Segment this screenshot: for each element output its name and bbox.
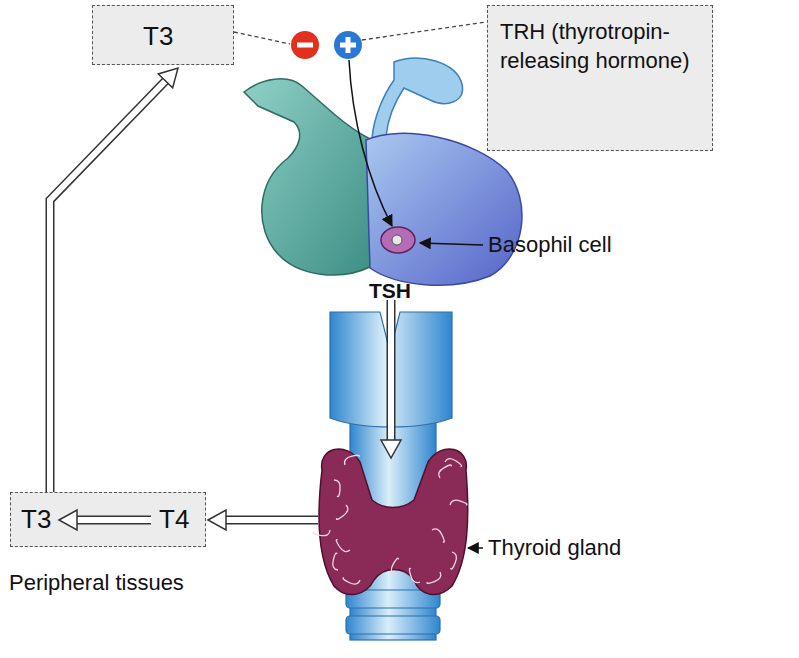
hormone-name: TRH (thyrotropin-releasing hormone) [500,18,700,75]
feedback-arrow [50,81,165,492]
gland-texture [427,572,441,583]
feedback-arrow [158,68,178,88]
gland-texture [432,529,444,542]
gland-texture [391,558,398,575]
gland-texture [336,540,350,552]
secretion-arrow [226,516,318,525]
basophil-leader [420,243,483,245]
gland-texture [345,455,360,465]
trh-pathway [349,60,392,226]
feedback-leaders [362,22,486,40]
thyroid-gland [313,455,467,584]
inhibit-symbol [291,31,319,59]
part-label: Thyroid gland [488,535,621,561]
hollow-arrows [208,300,401,530]
conversion-arrow [59,510,151,530]
feedback-leaders [234,32,290,44]
inhibit-symbol [297,43,313,48]
trachea [346,616,440,634]
pituitary-gland [392,235,402,245]
gland-texture [409,568,420,582]
region-name: Peripheral tissues [9,569,184,598]
part-label: Basophil cell [488,232,612,258]
gland-texture [336,505,347,519]
tsh-arrow [387,300,396,440]
gland-texture [445,459,462,467]
secretion-arrow [208,510,226,530]
conversion-arrow [59,510,77,530]
pituitary-gland [244,58,522,285]
gland-texture [333,553,338,570]
stimulate-symbol [346,37,351,53]
thyroid-gland [313,449,468,595]
gland-texture [451,552,457,569]
feedback-arrow [50,81,165,492]
conversion-arrow [77,517,151,523]
gland-texture [450,500,467,505]
inhibit-symbol [291,31,319,59]
stimulate-symbol [334,31,362,59]
pituitary-gland [244,79,372,275]
pituitary-gland [381,227,415,253]
tissue-box: T3T4Peripheral tissues [10,492,206,547]
gland-texture [313,530,330,536]
feedback-arrow [50,68,178,492]
hormone-box: TRH (thyrotropin-releasing hormone) [487,5,713,151]
feedback-arrow [50,68,178,492]
hormone-name: T4 [159,503,189,537]
conversion-arrow [77,516,151,525]
secretion-arrow [226,517,318,523]
tsh-arrow [381,300,401,458]
gland-texture [343,578,360,584]
hormone-name: T3 [21,503,51,537]
hormone-label: TSH [369,279,411,303]
hormone-box: T3 [92,5,234,65]
pituitary-gland [372,58,463,138]
secretion-arrow [208,510,318,530]
tsh-arrow [388,300,394,440]
tsh-arrow [381,440,401,458]
gland-texture [439,465,452,478]
thyroid-leader [468,547,483,549]
stimulate-symbol [334,31,362,59]
thyroid-gland [319,449,468,595]
hormone-name: T3 [143,20,173,54]
pituitary-gland [366,133,522,285]
gland-texture [334,480,340,497]
